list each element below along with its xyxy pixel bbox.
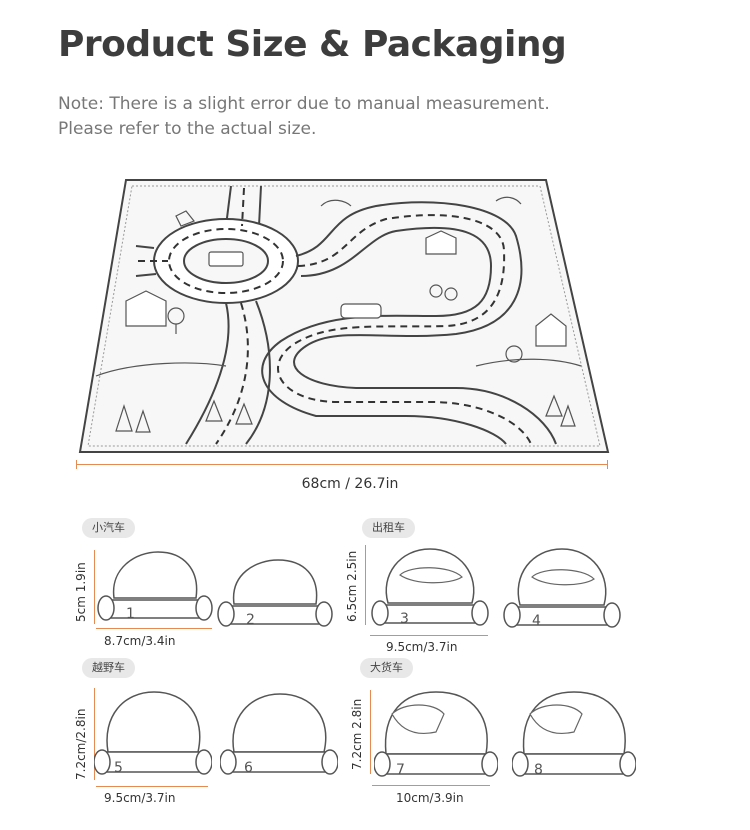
width-line-truck	[372, 785, 490, 786]
mat-width-line	[76, 460, 608, 469]
height-label-truck: 7.2cm 2.8in	[350, 698, 364, 770]
car-number-4: 4	[532, 613, 541, 629]
height-line-suv	[94, 688, 95, 780]
height-line-truck	[370, 690, 371, 774]
car-number-6: 6	[244, 760, 253, 776]
car-number-5: 5	[114, 760, 123, 776]
measurement-note: Note: There is a slight error due to man…	[58, 92, 550, 142]
height-label-suv: 7.2cm/2.8in	[74, 708, 88, 780]
category-tag-taxi: 出租车	[362, 518, 415, 538]
toy-car-3: 3	[371, 548, 489, 627]
toy-car-1: 1	[97, 551, 213, 622]
width-label-taxi: 9.5cm/3.7in	[386, 640, 458, 654]
mat-width-label: 68cm / 26.7in	[301, 476, 399, 492]
width-label-suv: 9.5cm/3.7in	[104, 791, 176, 805]
car-number-1: 1	[126, 606, 135, 622]
width-line-suv	[96, 786, 208, 787]
toy-car-4: 4	[503, 548, 621, 629]
toy-car-2: 2	[217, 559, 333, 628]
note-line-2: Please refer to the actual size.	[58, 119, 317, 139]
toy-car-7: 7	[374, 691, 498, 778]
toy-car-5: 5	[94, 691, 212, 776]
note-line-1: Note: There is a slight error due to man…	[58, 94, 550, 114]
car-number-7: 7	[396, 762, 405, 778]
car-number-3: 3	[400, 611, 409, 627]
page-title: Product Size & Packaging	[58, 24, 567, 65]
width-label-truck: 10cm/3.9in	[396, 791, 464, 805]
height-line-taxi	[365, 545, 366, 625]
width-label-car: 8.7cm/3.4in	[104, 634, 176, 648]
height-label-car: 5cm 1.9in	[74, 562, 88, 622]
category-tag-suv: 越野车	[82, 658, 135, 678]
car-number-8: 8	[534, 762, 543, 778]
toy-car-6: 6	[220, 693, 338, 776]
height-line-car	[94, 550, 95, 624]
width-line-taxi	[370, 635, 488, 636]
car-number-2: 2	[246, 612, 255, 628]
width-line-car	[96, 628, 212, 629]
play-mat-illustration	[78, 179, 610, 453]
category-tag-car: 小汽车	[82, 518, 135, 538]
category-tag-truck: 大货车	[360, 658, 413, 678]
height-label-taxi: 6.5cm 2.5in	[345, 550, 359, 622]
toy-car-8: 8	[512, 691, 636, 778]
